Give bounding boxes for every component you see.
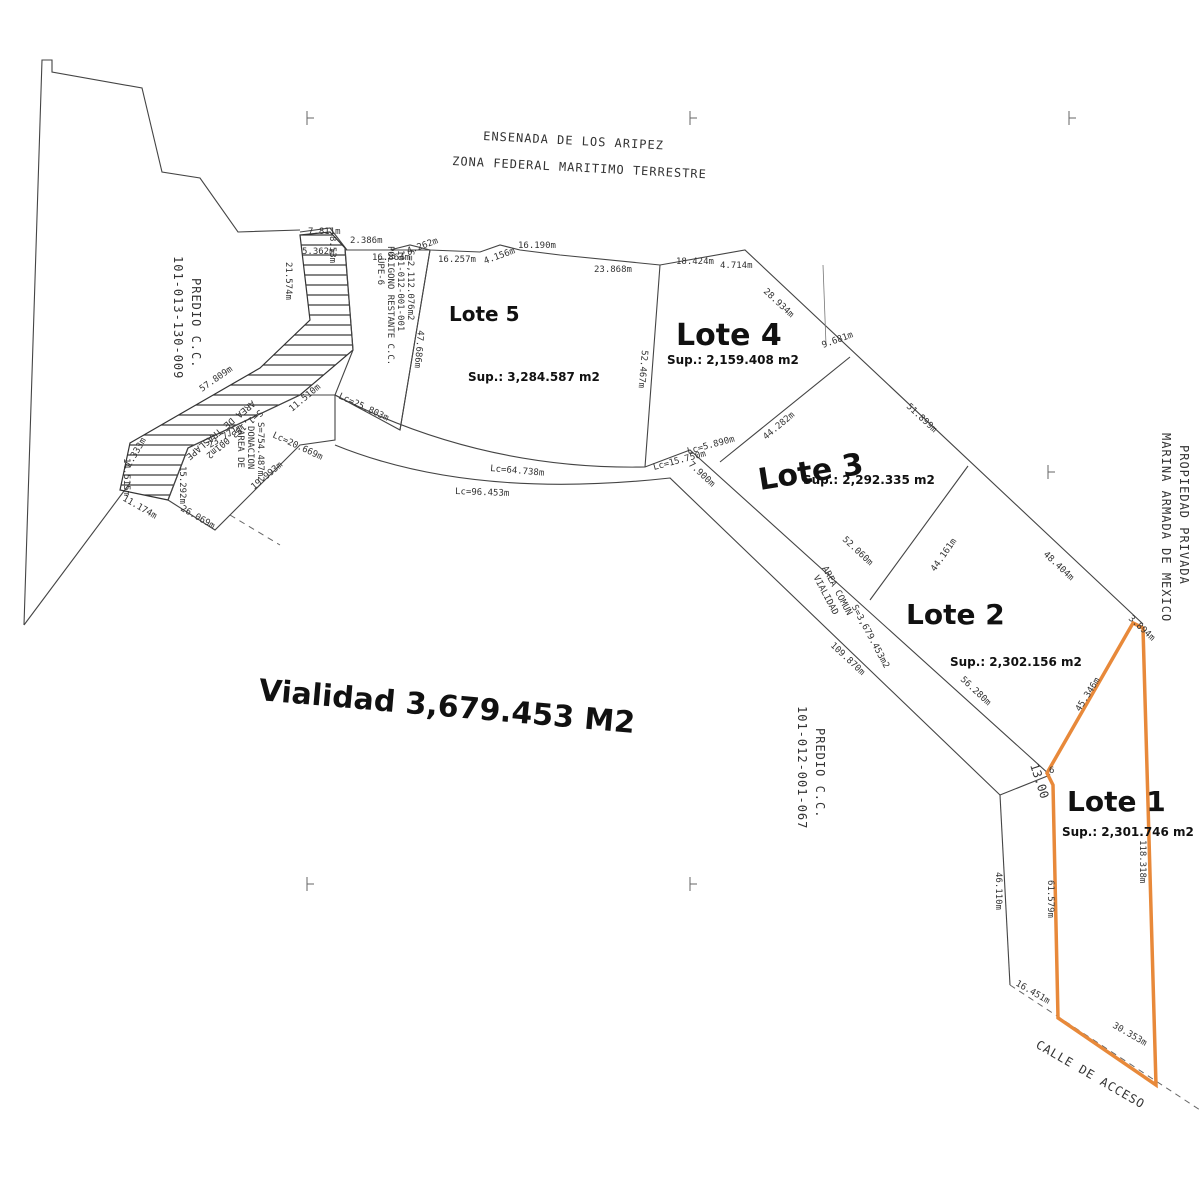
west-predio-line2: 101-013-130-009	[171, 256, 185, 379]
lote1-name: Lote 1	[1067, 785, 1166, 818]
dim-west-6: 11.174m	[121, 494, 159, 522]
lote3-2-line	[869, 465, 969, 601]
dim-top-7: 16.190m	[518, 241, 556, 251]
dim-west-10: 8.53m	[327, 236, 337, 263]
dim-lot-3: 51.899m	[904, 402, 939, 435]
poligono-line2: POLIGONO RESTANTE C.C.	[385, 246, 395, 365]
west-dashed-line	[229, 514, 281, 546]
dim-top-10: 4.714m	[720, 261, 753, 271]
dim-top-0: 7.811m	[308, 227, 341, 237]
dim-top-2: 2.386m	[350, 236, 383, 246]
dim-top-3: 4.262m	[406, 236, 440, 257]
donacion-line2: DONACION	[245, 426, 255, 469]
east-property-line2: MARINA ARMADA DE MEXICO	[1159, 433, 1173, 622]
east-tick	[822, 264, 827, 346]
west-predio: PREDIO C.C. 101-013-130-009	[171, 256, 203, 379]
poligono-line1: UPE-6	[375, 258, 385, 285]
lote1-east	[999, 794, 1011, 986]
dim-top-5: 16.257m	[438, 255, 476, 265]
south-predio: PREDIO C.C. 101-012-001-067	[795, 706, 827, 829]
calle-dashed	[1009, 984, 1200, 1111]
lote5-sup: Sup.: 3,284.587 m2	[468, 370, 600, 384]
dim-lot-1: 52.467m	[636, 350, 649, 389]
south-predio-line2: 101-012-001-067	[795, 706, 809, 829]
west-predio-line1: PREDIO C.C.	[189, 278, 203, 368]
dim-lot-12: 46.110m	[993, 872, 1003, 910]
lote1-sup: Sup.: 2,301.746 m2	[1062, 825, 1194, 839]
dim-lot-14: 6	[1049, 766, 1054, 776]
dim-curve-4: Lc=5.890m	[686, 435, 736, 457]
lote2-sup: Sup.: 2,302.156 m2	[950, 655, 1082, 669]
dim-top-4: 16.864m	[372, 253, 410, 263]
dim-lot-11: 16.451m	[1014, 979, 1052, 1007]
coast-boundary	[299, 227, 1144, 625]
dim-west-4: 15.292m	[177, 466, 187, 504]
south-predio-line1: PREDIO C.C.	[813, 728, 827, 818]
vialidad-label: Vialidad 3,679.453 M2	[257, 673, 636, 741]
west-lower-line	[23, 482, 131, 626]
lote5-name: Lote 5	[449, 302, 520, 326]
dim-lot-13: 13.00	[1027, 762, 1051, 801]
dim-lot-10: 30.353m	[1111, 1021, 1149, 1049]
grid-marks	[306, 111, 1076, 891]
lote1-outline	[1045, 620, 1158, 1089]
dim-top-8: 23.868m	[594, 265, 632, 275]
dim-curve-0: Lc=25.803m	[337, 392, 390, 424]
east-property: PROPIEDAD PRIVADA MARINA ARMADA DE MEXIC…	[1159, 433, 1191, 622]
lote2-name: Lote 2	[906, 598, 1005, 631]
dim-west-5: 14.515m	[121, 458, 131, 496]
dim-lot-9: 61.579m	[1045, 880, 1055, 918]
lote4-name: Lote 4	[676, 318, 782, 353]
road-north-edge	[334, 394, 1051, 776]
road-south-edge	[334, 444, 1001, 796]
dim-lot-4: 44.161m	[929, 537, 959, 574]
dim-lot-8: 118.318m	[1137, 840, 1147, 883]
dim-lot-0: 47.686m	[412, 330, 425, 369]
calle-acceso: CALLE DE ACCESO	[1034, 1037, 1148, 1111]
lote5-lines	[399, 249, 661, 468]
dim-curve-5: 7.900m	[686, 460, 717, 489]
dim-lot-7: 45.346m	[1074, 676, 1103, 713]
area-poligono	[334, 249, 431, 431]
header-line1: ENSENADA DE LOS ARIPEZ	[483, 129, 664, 152]
dim-curve-7: 52.060m	[840, 535, 875, 568]
dim-curve-9: 109.870m	[828, 641, 867, 678]
poligono-label: UPE-6 POLIGONO RESTANTE C.C. 101-012-001…	[375, 246, 415, 365]
header-line2: ZONA FEDERAL MARITIMO TERRESTRE	[452, 154, 707, 181]
west-boundary	[23, 59, 301, 626]
east-property-line1: PROPIEDAD PRIVADA	[1177, 445, 1191, 585]
dim-lot-5: 48.404m	[1041, 550, 1076, 583]
donacion-line1: AREA DE	[235, 430, 245, 468]
dim-curve-6: Lc=96.453m	[455, 487, 510, 499]
lote4-sup: Sup.: 2,159.408 m2	[667, 353, 799, 367]
area-donacion	[167, 394, 336, 531]
lote4-3-line	[719, 356, 851, 463]
poligono-line3: 101-012-001-001	[395, 250, 405, 331]
dim-lot-2: 44.282m	[762, 410, 797, 442]
dim-top-1: 5.362m	[302, 247, 335, 257]
road-end	[999, 774, 1051, 796]
poligono-line4: S=2,112.076m2	[405, 250, 415, 320]
dim-curve-8: 56.280m	[958, 675, 993, 708]
dim-curve-1: Lc=20.669m	[271, 431, 324, 463]
dim-top-9: 18.424m	[676, 257, 714, 267]
donacion-line3: S=754.487m2	[255, 422, 265, 482]
dim-west-7: 26.069m	[179, 504, 217, 532]
dim-west-0: 21.574m	[283, 262, 293, 300]
lote3-sup: Sup.: 2,292.335 m2	[803, 473, 935, 487]
dim-curve-2: Lc=64.738m	[490, 464, 545, 479]
donacion-label: AREA DE DONACION S=754.487m2	[235, 422, 265, 482]
